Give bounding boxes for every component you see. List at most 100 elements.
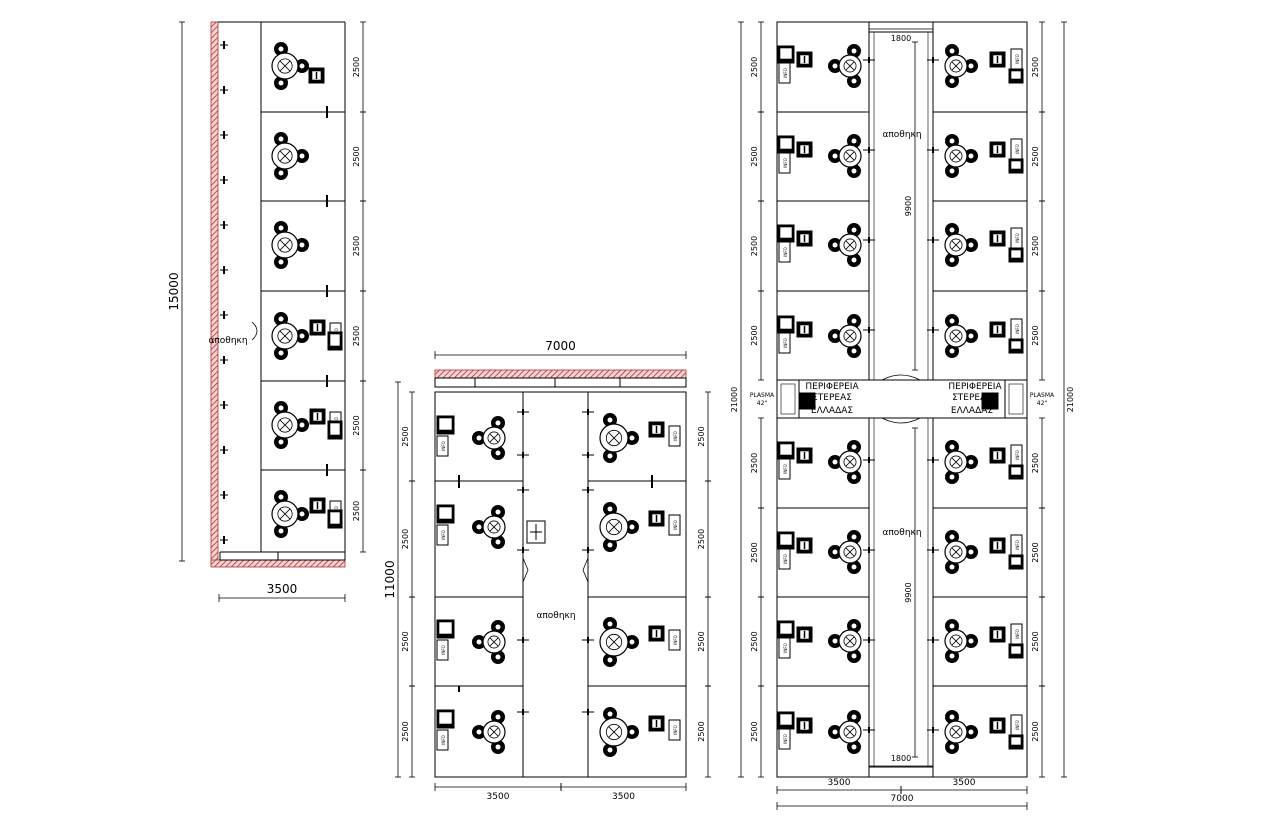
- wall-post: [582, 409, 594, 415]
- door-arc: [582, 557, 589, 583]
- stool-icon: [796, 537, 813, 554]
- info-kiosk-icon: [777, 135, 795, 154]
- dimension-label: 2500: [401, 426, 410, 446]
- wall-post: [863, 457, 875, 463]
- vertical-dimension: 2500: [750, 21, 764, 113]
- info-label: INFO: [783, 247, 788, 257]
- round-table-with-chairs: [271, 42, 309, 90]
- info-sign-icon: INFO: [436, 524, 449, 546]
- info-sign-icon: INFO: [778, 728, 791, 750]
- vertical-dimension: 2500: [697, 480, 711, 598]
- chair-seat: [851, 227, 857, 233]
- info-label: INFO: [673, 431, 678, 441]
- stool-icon: [648, 421, 665, 438]
- chair-seat: [949, 744, 955, 750]
- dimension-label: 21000: [1066, 387, 1075, 412]
- kiosk-screen: [329, 511, 341, 525]
- info-label: INFO: [1015, 720, 1020, 730]
- hatched-wall-bottom: [210, 559, 346, 568]
- table-cross: [845, 61, 855, 71]
- wall-post: [927, 327, 939, 333]
- stool-icon: [989, 321, 1006, 338]
- region-label: ΣΤΕΡΕΑΣ: [952, 393, 992, 403]
- hatched-wall-left: [210, 21, 219, 566]
- chair-seat: [607, 621, 613, 627]
- table-inner: [949, 545, 963, 559]
- table-inner: [277, 506, 293, 522]
- round-table-with-chairs: [271, 490, 309, 538]
- storage-label: αποθηκη: [882, 528, 921, 538]
- table-inner: [843, 545, 857, 559]
- wall-post: [863, 547, 875, 553]
- table-cross: [279, 419, 291, 431]
- chair-seat: [832, 459, 838, 465]
- plasma-screen-icon: [1004, 379, 1028, 419]
- dimension-label: 3500: [487, 792, 510, 802]
- table-cross: [845, 547, 855, 557]
- chair-seat: [629, 639, 635, 645]
- chair-seat: [851, 138, 857, 144]
- dimension-label: 2500: [697, 721, 706, 741]
- wall-post: [220, 41, 228, 49]
- stool-icon: [989, 717, 1006, 734]
- info-kiosk-icon: [436, 415, 455, 435]
- chair-seat: [949, 348, 955, 354]
- info-sign: [778, 458, 791, 480]
- vertical-dimension: 2500: [1031, 21, 1045, 113]
- door-arc: [251, 321, 258, 341]
- vertical-dimension: 2500: [352, 200, 366, 292]
- table-cross: [951, 240, 961, 250]
- chair-seat: [949, 474, 955, 480]
- chair-seat: [476, 729, 482, 735]
- kiosk-screen: [779, 137, 793, 150]
- table-cross: [951, 331, 961, 341]
- table-cross: [951, 151, 961, 161]
- vertical-dimension: 2500: [1031, 290, 1045, 381]
- region-label: ΣΤΕΡΕΑΣ: [812, 393, 852, 403]
- kiosk-screen: [438, 506, 453, 520]
- info-sign-icon: INFO: [1010, 48, 1023, 70]
- kiosk-screen: [1010, 466, 1022, 476]
- stool-icon: [989, 626, 1006, 643]
- plan-b-outline: [434, 391, 687, 778]
- hatched-wall-top: [434, 369, 687, 379]
- round-table-with-chairs: [944, 223, 978, 267]
- vertical-dimension: 2500: [750, 596, 764, 687]
- dimension-label: 2500: [352, 236, 361, 256]
- round-table-with-chairs: [599, 707, 639, 757]
- storage-label: αποθηκη: [536, 611, 575, 621]
- table-cross: [279, 330, 291, 342]
- chair-seat: [278, 439, 284, 445]
- chair-seat: [949, 138, 955, 144]
- wall-post: [220, 266, 228, 274]
- chair-seat: [278, 46, 284, 52]
- table-inner: [949, 59, 963, 73]
- info-sign-icon: INFO: [778, 458, 791, 480]
- chair-seat: [495, 539, 501, 545]
- chair-seat: [851, 623, 857, 629]
- chair-seat: [968, 729, 974, 735]
- round-table-with-chairs: [944, 440, 978, 484]
- table-cross: [608, 726, 620, 738]
- round-table-with-chairs: [828, 314, 862, 358]
- round-table-with-chairs: [828, 710, 862, 754]
- dimension-label: 2500: [1031, 542, 1040, 562]
- table-inner: [277, 148, 293, 164]
- chair-seat: [607, 657, 613, 663]
- round-table-with-chairs: [472, 505, 506, 549]
- chair-seat: [495, 509, 501, 515]
- table-cross: [845, 240, 855, 250]
- wall-post: [863, 57, 875, 63]
- chair-seat: [968, 63, 974, 69]
- table-inner: [605, 633, 623, 651]
- kiosk-screen: [438, 621, 453, 635]
- vertical-dimension: 9900: [904, 41, 918, 371]
- info-sign-icon: INFO: [1010, 444, 1023, 466]
- round-table-with-chairs: [828, 223, 862, 267]
- info-label: INFO: [441, 441, 446, 451]
- dimension-label: 2500: [697, 631, 706, 651]
- wall-post: [927, 727, 939, 733]
- info-sign-icon: INFO: [1010, 138, 1023, 160]
- table-cross: [951, 61, 961, 71]
